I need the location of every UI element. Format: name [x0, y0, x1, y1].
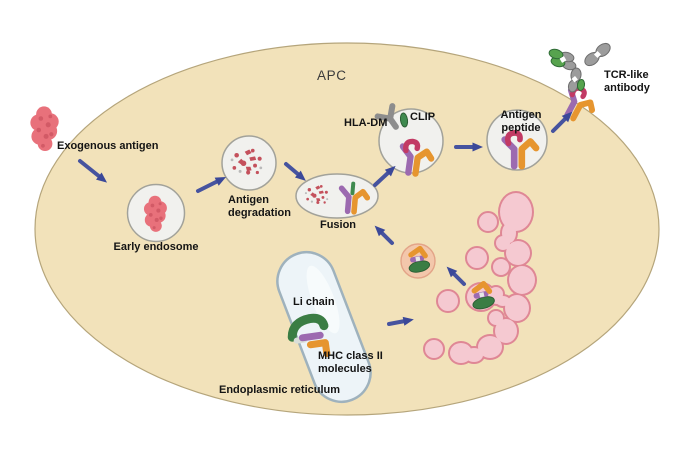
tcr-like-antibody-shape: [548, 42, 611, 93]
arrow-vesicle-to-fusion: [374, 225, 394, 245]
fusion-vesicle: [295, 173, 379, 219]
arrow-peptide-to-surface: [551, 111, 573, 133]
arrow-fusion-to-hla-dm: [373, 165, 396, 187]
arrow-er-to-golgi: [387, 316, 414, 326]
arrow-endosome-to-degradation: [196, 176, 227, 193]
arrow-degradation-to-fusion: [284, 162, 306, 181]
antigen-degradation-vesicle: [221, 135, 277, 191]
antigen-peptide-vesicle: [486, 109, 548, 171]
pathway-arrows: [78, 111, 573, 326]
golgi-vesicles: [423, 211, 499, 360]
clip-fragment: [399, 112, 409, 128]
exogenous-antigen-blob: [30, 106, 59, 152]
golgi-apparatus: [448, 191, 537, 365]
arrow-antigen-uptake: [78, 159, 108, 183]
arrow-golgi-to-vesicle: [446, 266, 466, 286]
